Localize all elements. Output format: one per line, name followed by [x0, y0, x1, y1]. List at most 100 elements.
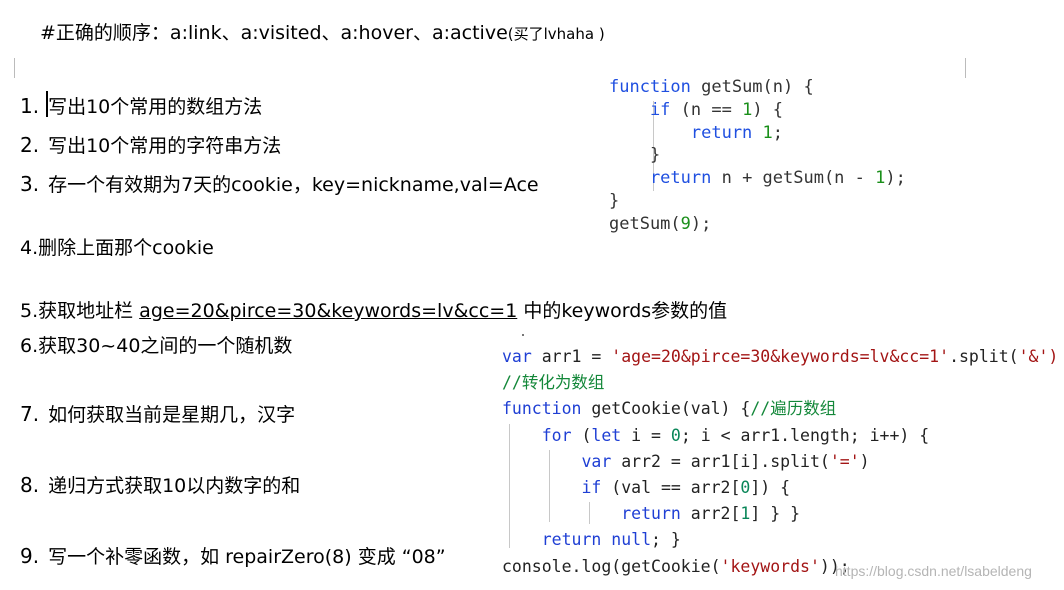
code-text: .split(: [949, 347, 1019, 366]
code-block-recursion: function getSum(n) { if (n == 1) { retur…: [609, 76, 1009, 236]
doc-header: #正确的顺序：a:link、a:visited、a:hover、a:active…: [40, 18, 605, 45]
code-keyword: if: [609, 99, 671, 120]
code-line: var arr2 = arr1[i].split('='): [502, 449, 1064, 475]
code-text: arr2[: [680, 504, 741, 524]
question-number: 2.: [20, 133, 40, 157]
code-number: 1: [740, 504, 751, 524]
question-number: 1.: [20, 94, 40, 118]
question-number: 8.: [20, 473, 40, 497]
question-1: 1. 写出10个常用的数组方法: [20, 92, 262, 119]
code-keyword: return: [609, 122, 753, 143]
text-cursor: [46, 91, 48, 117]
code-keyword: var: [502, 451, 612, 471]
code-line: return arr2[1] } }: [502, 501, 1064, 527]
code-number: 0: [740, 477, 751, 497]
code-line: if (val == arr2[0]) {: [502, 475, 1064, 501]
code-text: n + getSum(n -: [711, 168, 876, 189]
indent-guide: [509, 424, 510, 548]
code-string: 'age=20&pirce=30&keywords=lv&cc=1': [611, 347, 950, 366]
code-comment: //遍历数组: [750, 399, 837, 419]
code-line: return n + getSum(n - 1);: [609, 167, 1009, 190]
code-text: ] } }: [750, 504, 801, 524]
code-line: function getCookie(val) {//遍历数组: [502, 396, 1064, 422]
indent-guide: [549, 450, 550, 522]
question-text: 递归方式获取10以内数字的和: [48, 475, 301, 497]
code-number: 9: [680, 213, 691, 234]
ruler-marker-left: [14, 58, 15, 78]
code-text: [601, 530, 611, 549]
code-line: //转化为数组: [502, 370, 1064, 396]
code-text: getSum(: [609, 213, 681, 234]
code-text: ; i < arr1.length; i++) {: [680, 425, 930, 445]
code-keyword: function: [609, 77, 691, 97]
code-keyword: return: [502, 530, 602, 550]
question-9: 9. 写一个补零函数，如 repairZero(8) 变成 “08”: [20, 542, 446, 569]
code-keyword: var: [502, 347, 532, 366]
code-text: ]) {: [750, 477, 791, 497]
code-text: );: [690, 213, 712, 234]
question-6: 6.获取30~40之间的一个随机数: [20, 331, 292, 358]
question-text: 如何获取当前是星期几，汉字: [48, 404, 296, 426]
question-5: 5.获取地址栏 age=20&pirce=30&keywords=lv&cc=1…: [20, 296, 727, 323]
code-string: '=': [829, 451, 860, 471]
code-keyword: function: [502, 399, 582, 419]
code-text: ;: [772, 122, 784, 143]
indent-guide: [653, 101, 654, 191]
code-text: i =: [621, 425, 671, 445]
code-text: arr1 =: [531, 347, 612, 366]
code-text: ): [859, 451, 870, 471]
code-keyword: let: [591, 425, 622, 445]
code-text: getSum(n) {: [690, 77, 814, 97]
code-keyword: null: [611, 530, 652, 550]
question-number: 9.: [20, 544, 40, 568]
code-line: var arr1 = 'age=20&pirce=30&keywords=lv&…: [502, 344, 1064, 370]
code-text: getCookie(val) {: [581, 399, 751, 419]
code-comment: //转化为数组: [502, 373, 605, 393]
url-query-string: age=20&pirce=30&keywords=lv&cc=1: [139, 300, 518, 322]
question-text: 存一个有效期为7天的cookie，key=nickname,val=Ace: [48, 174, 539, 196]
code-line: return 1;: [609, 122, 1009, 145]
stray-dot: [522, 334, 524, 336]
code-text: (n ==: [670, 99, 743, 120]
code-string: 'keywords': [720, 556, 820, 576]
code-text: ) {: [752, 99, 784, 120]
code-text: ));: [819, 556, 850, 576]
question-number: 3.: [20, 172, 40, 196]
code-keyword: return: [609, 168, 712, 189]
code-number: 1: [742, 99, 753, 120]
question-text: 写出10个常用的数组方法: [48, 96, 263, 118]
code-text: arr2 = arr1[i].split(: [611, 451, 830, 471]
question-8: 8. 递归方式获取10以内数字的和: [20, 471, 300, 498]
code-keyword: for: [502, 425, 572, 445]
code-text: );: [885, 168, 906, 189]
question-text: 6.获取30~40之间的一个随机数: [20, 335, 293, 357]
watermark-text: https://blog.csdn.net/lsabeldeng: [835, 563, 1032, 579]
code-line: console.log(getCookie('keywords'));: [502, 554, 1064, 580]
code-line: for (let i = 0; i < arr1.length; i++) {: [502, 423, 1064, 449]
code-line: if (n == 1) {: [609, 99, 1009, 122]
question-number: 7.: [20, 402, 40, 426]
code-text: ; }: [651, 530, 681, 550]
code-text: (val == arr2[: [601, 477, 741, 497]
question-text: 4.删除上面那个cookie: [20, 237, 214, 259]
code-line: getSum(9);: [609, 213, 1009, 236]
code-number: 1: [875, 168, 886, 189]
code-keyword: if: [502, 477, 602, 497]
header-note: (买了lvhaha ): [507, 25, 605, 43]
question-3: 3. 存一个有效期为7天的cookie，key=nickname,val=Ace: [20, 170, 539, 197]
header-title: #正确的顺序：a:link、a:visited、a:hover、a:active: [40, 22, 508, 44]
question-prefix: 5.获取地址栏: [20, 300, 140, 322]
question-text: 写一个补零函数，如 repairZero(8) 变成 “08”: [48, 546, 446, 568]
code-number: 0: [670, 425, 681, 445]
code-string: '&'): [1018, 347, 1059, 366]
code-line: }: [609, 145, 661, 166]
code-line: }: [609, 190, 620, 211]
code-text: console.log(getCookie(: [502, 556, 721, 576]
question-text: 写出10个常用的字符串方法: [48, 135, 282, 157]
code-text: [752, 123, 762, 143]
code-line: return null; }: [502, 527, 1064, 553]
code-text: (: [571, 425, 592, 445]
question-suffix: 中的keywords参数的值: [517, 300, 728, 322]
code-number: 1: [762, 122, 773, 143]
ruler-marker-right: [965, 58, 966, 78]
